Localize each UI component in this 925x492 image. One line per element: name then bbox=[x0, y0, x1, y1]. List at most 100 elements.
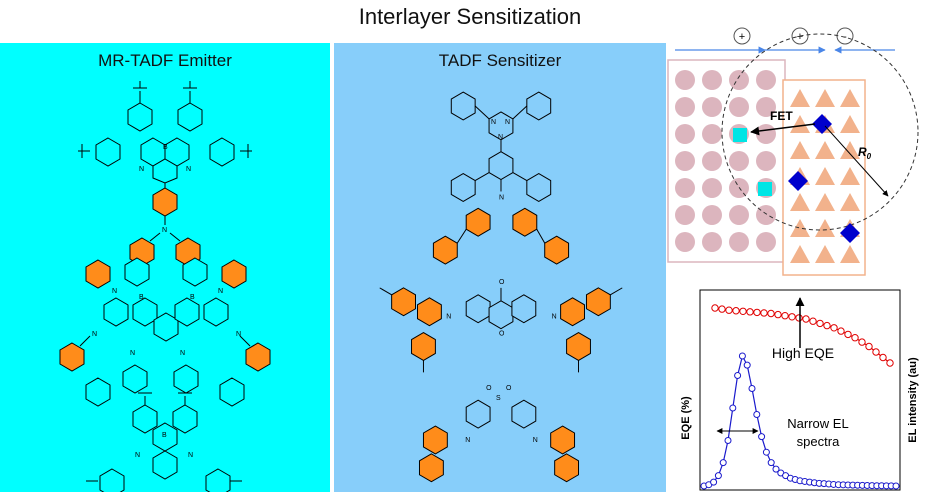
eqe-point bbox=[739, 307, 747, 315]
tadf-structures: N N N N bbox=[379, 91, 623, 483]
hole-charge-2 bbox=[791, 27, 809, 45]
svg-text:N: N bbox=[180, 350, 185, 357]
eqe-point bbox=[844, 330, 852, 339]
sensitizer-triangle bbox=[790, 193, 810, 211]
eqe-point bbox=[795, 314, 803, 322]
emitter-circle bbox=[756, 97, 776, 117]
emitter-square-2 bbox=[758, 182, 772, 196]
svg-text:N: N bbox=[92, 331, 97, 338]
high-eqe-annotation: High EQE bbox=[772, 345, 834, 361]
eqe-series bbox=[711, 304, 894, 367]
el-point bbox=[758, 433, 766, 441]
tadf-molecule-3: S O O N N bbox=[418, 385, 580, 483]
eqe-point bbox=[711, 304, 719, 312]
radius-label: R0 bbox=[858, 145, 872, 161]
sensitizer-triangle bbox=[815, 219, 835, 237]
el-point bbox=[767, 459, 775, 467]
eqe-point bbox=[886, 359, 894, 367]
sensitizer-triangle bbox=[815, 245, 835, 263]
svg-text:S: S bbox=[496, 395, 501, 402]
sensitizer-triangle bbox=[840, 193, 860, 211]
emitter-circle bbox=[675, 97, 695, 117]
eqe-point bbox=[767, 309, 775, 318]
emitter-circle bbox=[756, 232, 776, 252]
sensitizer-diamond-2 bbox=[788, 171, 808, 191]
svg-text:B: B bbox=[162, 432, 167, 439]
sensitizer-triangle bbox=[840, 245, 860, 263]
svg-text:N: N bbox=[162, 227, 167, 234]
emitter-circle bbox=[729, 151, 749, 171]
sensitizer-triangle bbox=[815, 89, 835, 107]
el-point bbox=[762, 448, 770, 456]
emitter-circle bbox=[756, 151, 776, 171]
narrow-el-annotation-line1: Narrow EL bbox=[787, 416, 848, 431]
emitter-square-1 bbox=[733, 128, 747, 142]
tadf-molecule-2: O O N N bbox=[379, 279, 623, 373]
svg-text:N: N bbox=[446, 314, 451, 321]
emitter-circle bbox=[702, 70, 722, 90]
svg-text:B: B bbox=[190, 294, 195, 301]
sensitizer-triangle bbox=[790, 141, 810, 159]
eqe-point bbox=[781, 312, 789, 320]
hole-charge-1-label: + bbox=[739, 31, 745, 43]
electron-charge bbox=[836, 27, 854, 45]
svg-text:O: O bbox=[499, 331, 505, 338]
narrow-el-annotation-line2: spectra bbox=[797, 434, 840, 449]
svg-text:N: N bbox=[139, 166, 144, 173]
hole-charge-2-label: + bbox=[797, 31, 803, 43]
sensitizer-diamond-3 bbox=[840, 223, 860, 243]
eqe-point bbox=[774, 310, 782, 319]
sensitizer-triangle bbox=[840, 167, 860, 185]
emitter-circle bbox=[675, 232, 695, 252]
fet-label: FET bbox=[770, 109, 793, 123]
eqe-point bbox=[802, 315, 810, 323]
svg-text:N: N bbox=[130, 350, 135, 357]
el-point bbox=[738, 352, 746, 360]
el-point bbox=[714, 472, 722, 480]
mr-tadf-molecule-2: B B N N N N N N bbox=[59, 257, 271, 407]
emitter-circle bbox=[756, 205, 776, 225]
emitter-circle bbox=[702, 232, 722, 252]
y-axis-left-label: EQE (%) bbox=[680, 396, 692, 440]
el-point bbox=[753, 411, 761, 418]
emitter-circle bbox=[756, 124, 776, 144]
eqe-point bbox=[760, 309, 768, 317]
energy-transfer-schematic: + + - FET R0 bbox=[667, 27, 919, 276]
sensitizer-triangle bbox=[840, 141, 860, 159]
svg-text:B: B bbox=[139, 294, 144, 301]
sensitizer-triangle bbox=[840, 89, 860, 107]
el-point bbox=[729, 404, 737, 412]
figure-title: Interlayer Sensitization bbox=[358, 4, 582, 29]
eqe-point bbox=[865, 342, 873, 351]
eqe-point bbox=[879, 353, 887, 362]
emitter-circle bbox=[729, 97, 749, 117]
emitter-circle bbox=[729, 205, 749, 225]
sensitizer-triangle bbox=[815, 141, 835, 159]
eqe-point bbox=[746, 308, 754, 316]
svg-text:N: N bbox=[552, 314, 557, 321]
eqe-point bbox=[718, 305, 726, 313]
el-point bbox=[719, 459, 727, 467]
svg-text:O: O bbox=[486, 385, 492, 392]
svg-text:N: N bbox=[499, 194, 504, 201]
mr-tadf-structures: B N N N B bbox=[59, 81, 271, 492]
tadf-molecule-1: N N N N bbox=[432, 91, 570, 265]
mr-tadf-panel: MR-TADF Emitter bbox=[0, 43, 330, 492]
forster-radius-circle bbox=[721, 33, 919, 231]
el-point bbox=[892, 482, 900, 490]
emitter-circle bbox=[675, 178, 695, 198]
eqe-point bbox=[837, 327, 845, 335]
tadf-sensitizer-panel: TADF Sensitizer N N N N bbox=[334, 43, 666, 492]
emitter-circle bbox=[702, 178, 722, 198]
sensitizer-triangle bbox=[815, 193, 835, 211]
emitter-circle bbox=[675, 205, 695, 225]
svg-text:N: N bbox=[236, 331, 241, 338]
sensitizer-triangle bbox=[815, 167, 835, 185]
emitter-circle bbox=[729, 232, 749, 252]
mr-tadf-molecule-3: B N N bbox=[86, 392, 242, 492]
emitter-molecules bbox=[675, 70, 776, 252]
svg-text:N: N bbox=[533, 437, 538, 444]
sensitizer-triangle bbox=[840, 115, 860, 133]
emitter-circle bbox=[675, 70, 695, 90]
el-spectrum-series bbox=[700, 352, 900, 490]
